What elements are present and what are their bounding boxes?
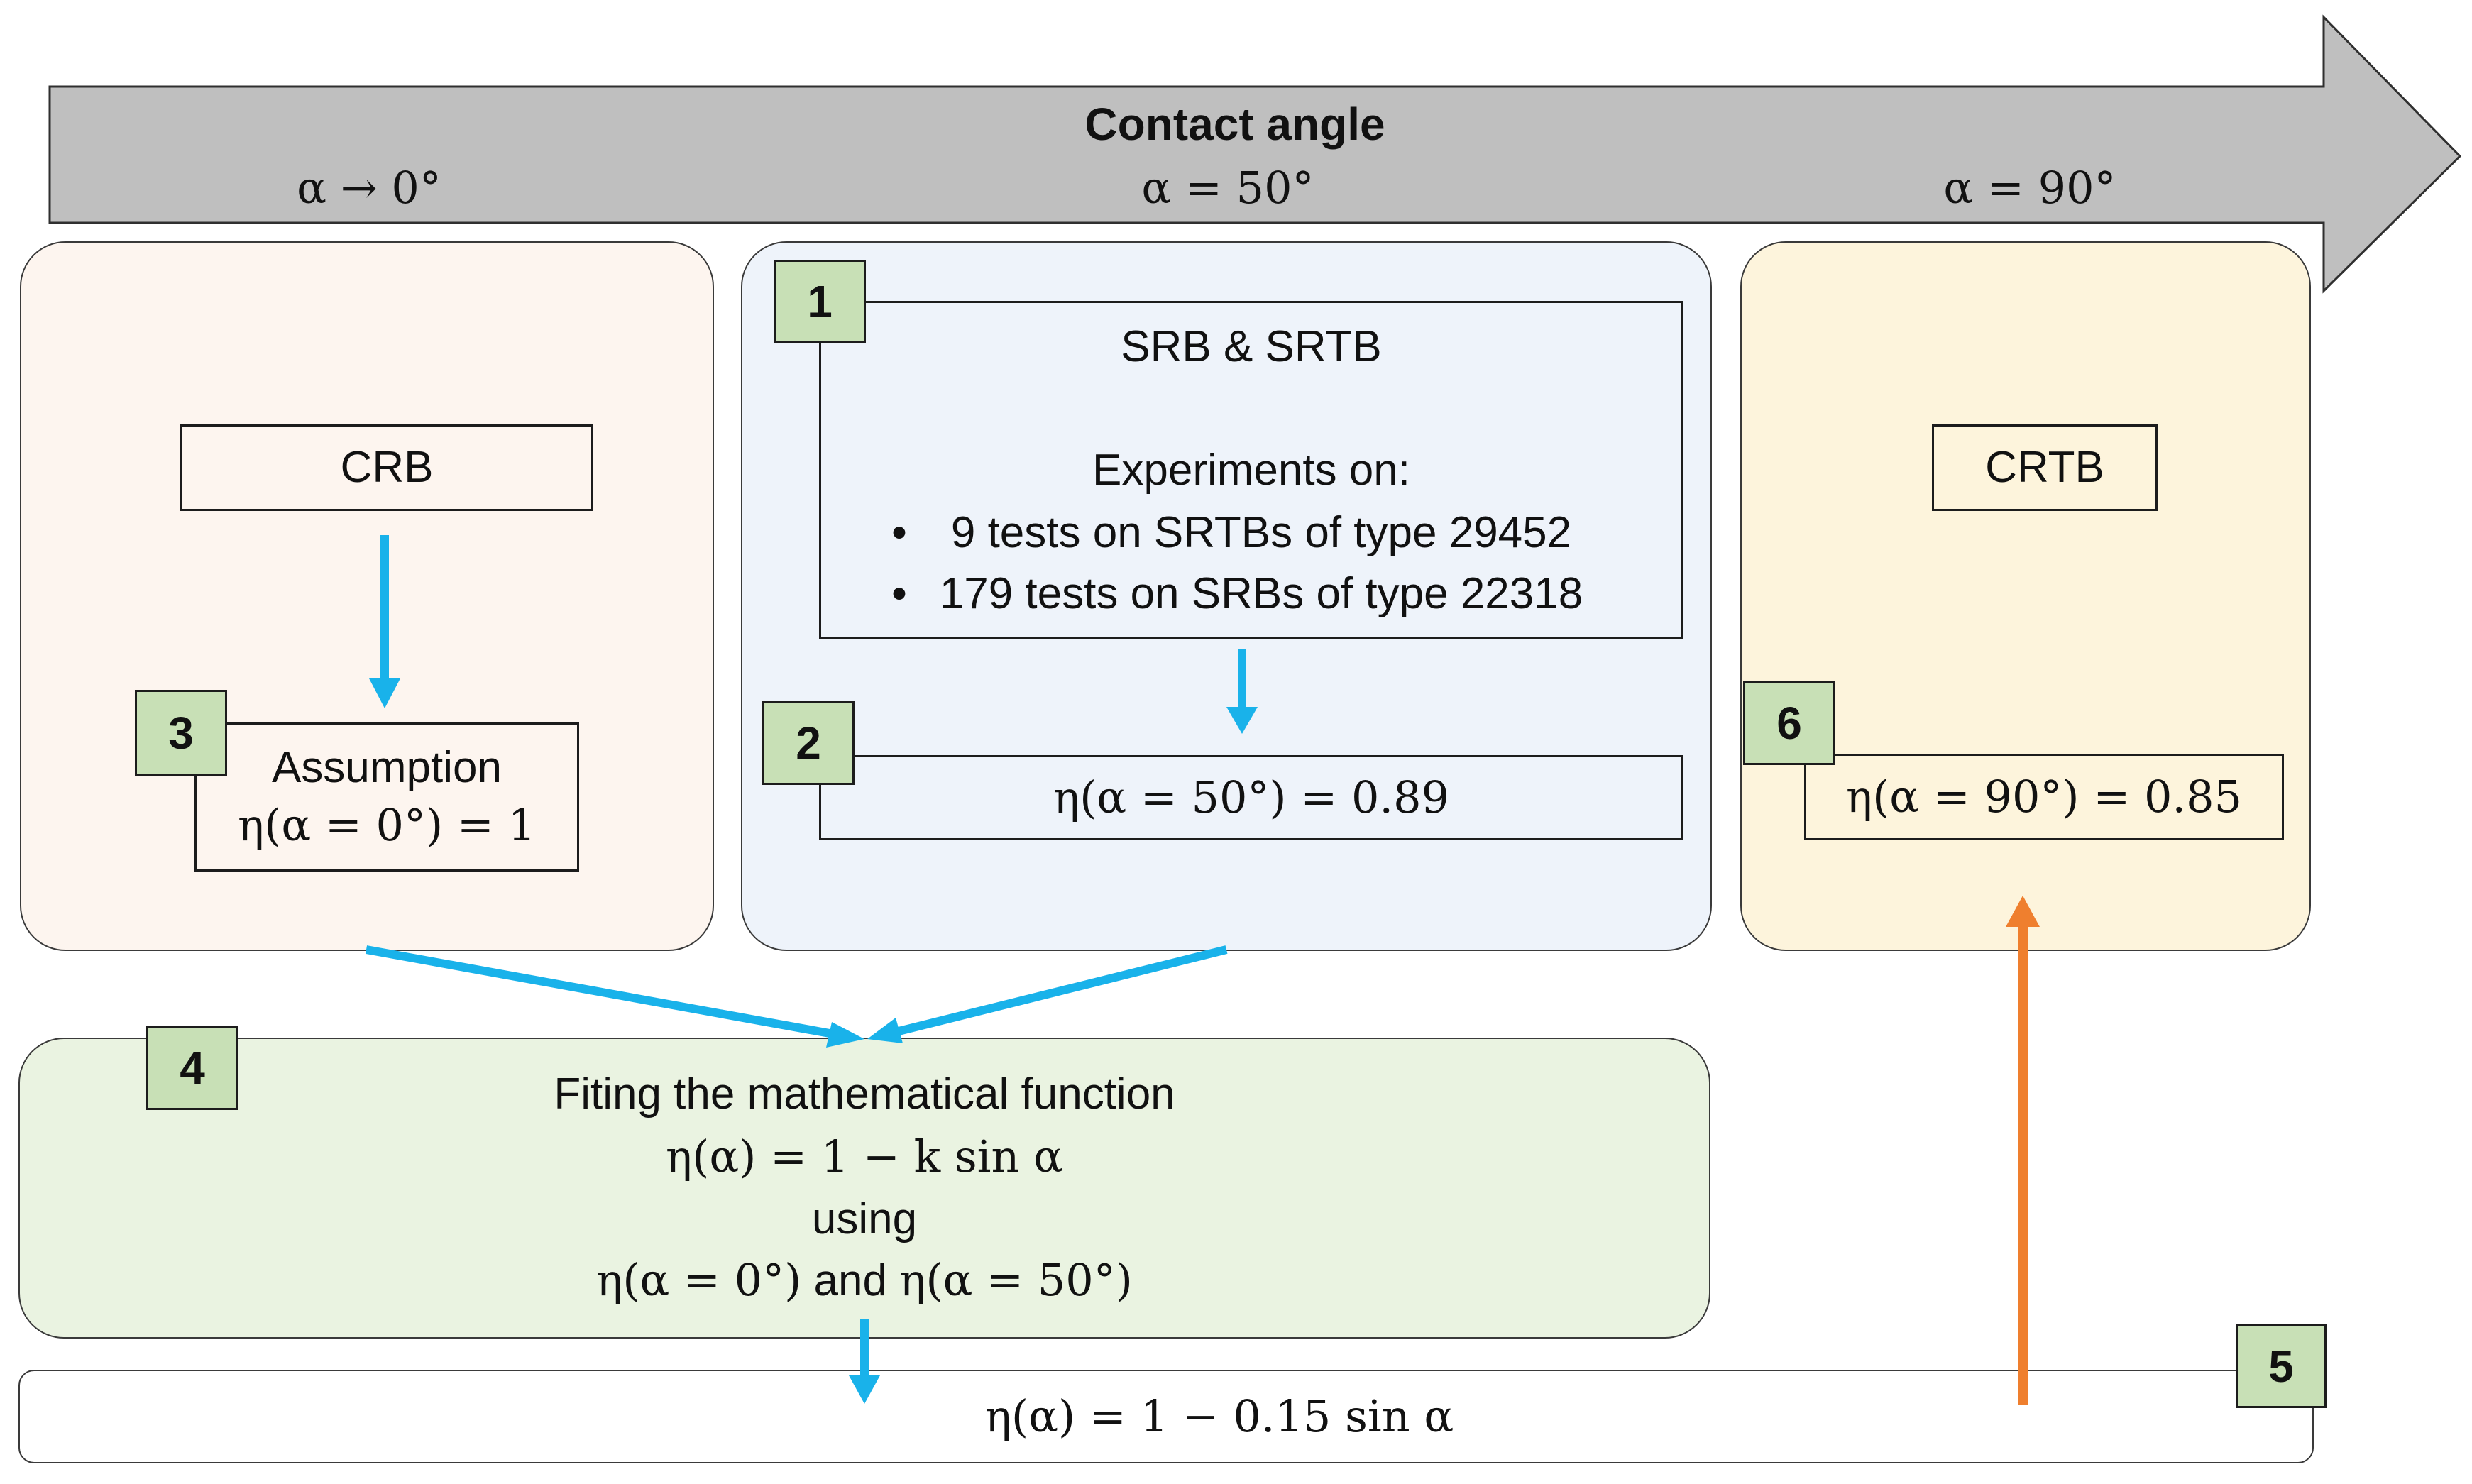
arrow-left-to-fitting	[365, 945, 839, 1039]
panel-fitting	[18, 1038, 1710, 1339]
result-50-box: η(α = 50°) = 0.89	[819, 755, 1683, 840]
step-badge-2: 2	[762, 701, 855, 785]
fitting-line-3: using	[811, 1194, 918, 1243]
arrow-final-to-result-90-head	[2006, 896, 2040, 927]
fitting-formula: η(α) = 1 − k sin α	[666, 1131, 1063, 1182]
experiments-box: SRB & SRTB Experiments on: • 9 tests on …	[819, 301, 1683, 639]
panel-fifty-angle	[741, 241, 1712, 951]
panel-zero-angle	[20, 241, 714, 951]
angle-label-right: α = 90°	[1943, 162, 2116, 214]
step-badge-4: 4	[146, 1026, 238, 1110]
arrow-mid-to-fitting-head	[867, 1018, 903, 1043]
bullet-1: •	[891, 508, 907, 557]
bullet-2: •	[891, 569, 907, 618]
crb-box: CRB	[180, 424, 593, 511]
fitting-eta-0: η(α = 0°)	[596, 1254, 802, 1306]
arrow-experiments-to-result-head	[1226, 707, 1258, 734]
step-badge-6: 6	[1743, 681, 1835, 765]
step-badge-5: 5	[2236, 1324, 2327, 1408]
assumption-box: Assumption η(α = 0°) = 1	[194, 722, 579, 872]
arrow-crb-to-assumption-head	[369, 678, 400, 708]
arrow-fitting-to-final-head	[849, 1375, 880, 1404]
fitting-and: and	[813, 1256, 887, 1305]
assumption-label: Assumption	[272, 743, 502, 793]
angle-label-mid: α = 50°	[1141, 162, 1314, 214]
experiment-item-1: 9 tests on SRTBs of type 29452	[950, 508, 1572, 557]
crtb-box: CRTB	[1932, 424, 2158, 511]
fitting-line-1: Fiting the mathematical function	[554, 1070, 1175, 1119]
final-result-box	[18, 1370, 2314, 1463]
step-badge-3: 3	[135, 690, 227, 776]
step-badge-1: 1	[774, 260, 866, 343]
fitting-eta-50: η(α = 50°)	[899, 1254, 1133, 1306]
assumption-formula: η(α = 0°) = 1	[237, 799, 536, 851]
header-title: Contact angle	[1084, 99, 1385, 150]
result-90-box: η(α = 90°) = 0.85	[1804, 754, 2284, 840]
fitting-line-4: η(α = 0°) and η(α = 50°)	[297, 1251, 1432, 1311]
experiment-item-2: 179 tests on SRBs of type 22318	[939, 569, 1583, 618]
final-formula: η(α) = 1 − 0.15 sin α	[984, 1390, 1454, 1442]
experiments-heading: Experiments on:	[1092, 446, 1410, 495]
arrow-mid-to-fitting	[894, 945, 1228, 1036]
angle-label-left: α → 0°	[297, 162, 441, 214]
srb-srtb-title: SRB & SRTB	[1121, 322, 1382, 371]
arrow-left-to-fitting-head	[826, 1022, 864, 1048]
panel-ninety-angle	[1740, 241, 2311, 951]
